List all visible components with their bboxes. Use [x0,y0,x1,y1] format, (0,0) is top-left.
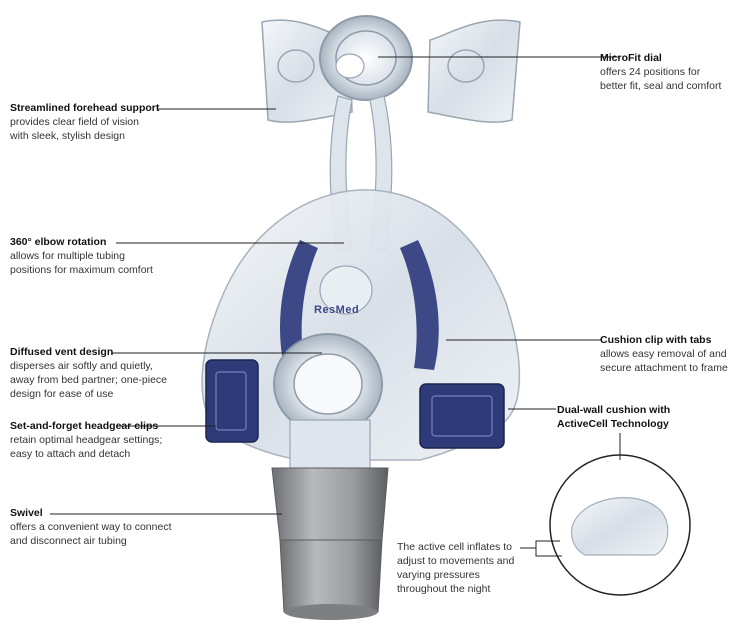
callout-desc: disperses air softly and quietly, away f… [10,360,168,400]
callout-elbow-rotation: 360° elbow rotation allows for multiple … [10,235,153,277]
callout-desc: offers a convenient way to connect and d… [10,521,172,547]
callout-title: Set-and-forget headgear clips [10,420,159,432]
leader-lines [50,56,621,557]
callout-desc: offers 24 positions for better fit, seal… [600,66,722,92]
callout-title: Cushion clip with tabs [600,334,712,346]
callout-title: MicroFit dial [600,52,662,64]
callout-swivel: Swivel offers a convenient way to connec… [10,506,172,548]
headgear-clip-right [419,383,505,449]
elbow [273,265,383,471]
swivel [271,467,389,620]
frame-bands [280,240,439,370]
callout-forehead-support: Streamlined forehead support provides cl… [10,101,159,143]
callout-cushion-clip: Cushion clip with tabs allows easy remov… [600,333,728,375]
callout-title: 360° elbow rotation [10,236,107,248]
callout-desc: allows for multiple tubing positions for… [10,250,153,276]
headgear-clip-left [205,359,259,443]
callout-diffused-vent: Diffused vent design disperses air softl… [10,345,167,401]
cushion-detail-inset [549,454,691,596]
callout-title: Diffused vent design [10,346,114,358]
callout-desc: retain optimal headgear settings; easy t… [10,434,163,460]
callout-dual-wall-cushion: Dual-wall cushion with ActiveCell Techno… [557,403,670,431]
callout-headgear-clips: Set-and-forget headgear clips retain opt… [10,419,162,461]
active-cell-note: The active cell inflates to adjust to mo… [397,541,515,595]
callout-title: Streamlined forehead support [10,102,160,114]
microfit-dial [319,15,413,101]
callout-title: Swivel [10,507,43,519]
resmed-logo: ResMed [314,304,360,316]
callout-desc: allows easy removal of and secure attach… [600,348,728,374]
callout-title: Dual-wall cushion with ActiveCell Techno… [557,404,671,430]
callout-desc: provides clear field of vision with slee… [10,116,139,142]
callout-microfit-dial: MicroFit dial offers 24 positions for be… [600,51,721,93]
